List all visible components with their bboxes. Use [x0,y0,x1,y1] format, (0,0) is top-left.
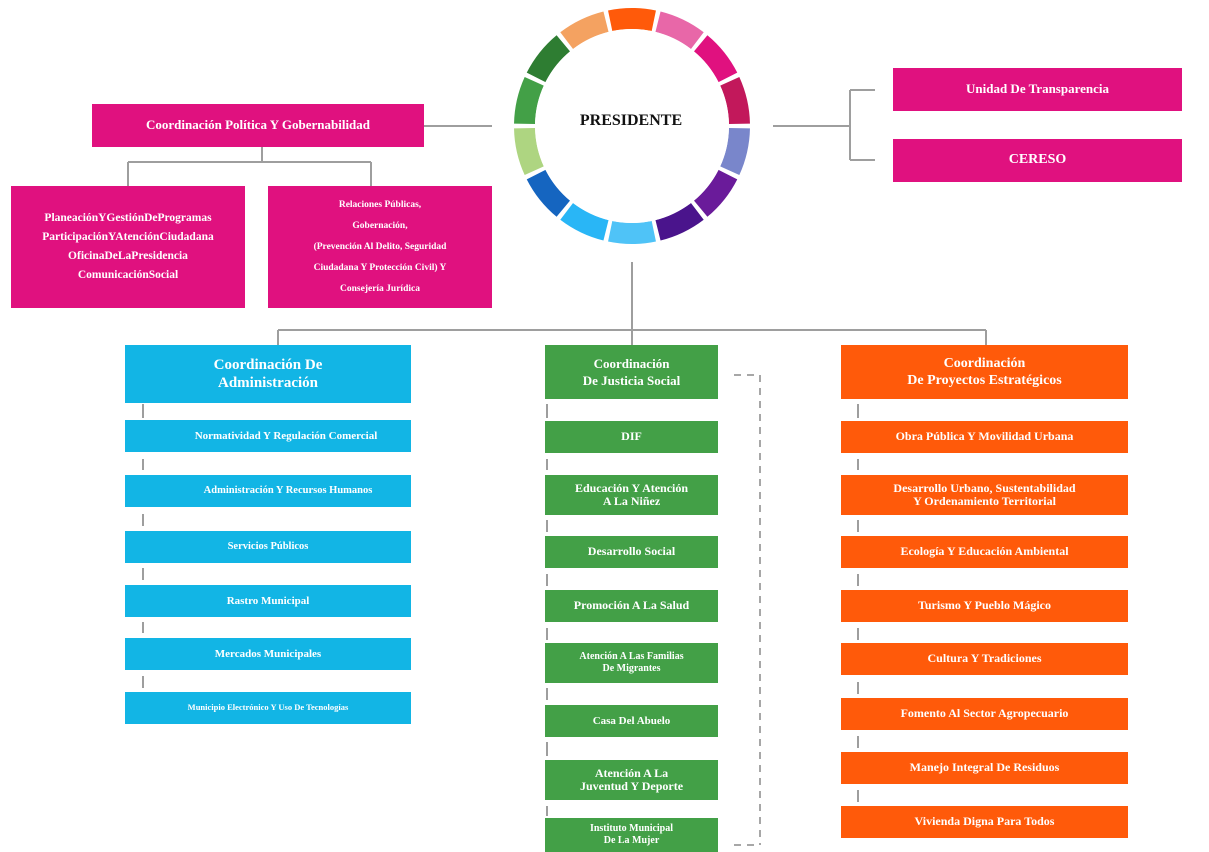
ring-segment [514,76,544,125]
admin-item: Normatividad Y Regulación Comercial [125,420,411,452]
projects-header-line: Coordinación [943,356,1026,371]
cereso-label: CERESO [1008,152,1067,168]
admin-header: Coordinación De Administración [125,345,411,403]
political-coordination-label: Coordinación Política Y Gobernabilidad [145,117,371,133]
transparency-label: Unidad De Transparencia [965,81,1110,97]
projects-header: Coordinación De Proyectos Estratégicos [841,345,1128,399]
ring-segment [693,35,738,83]
relations-line: Gobernación, [352,220,408,231]
ring-segment [608,220,656,244]
social-item-label: Casa Del Abuelo [592,714,671,727]
planning-line: OficinaDeLaPresidencia [68,250,188,262]
admin-item-label: Mercados Municipales [214,647,322,660]
social-item-label: Desarrollo Social [587,544,676,559]
projects-item: Fomento Al Sector Agropecuario [841,698,1128,730]
relations-line: (Prevención Al Delito, Seguridad [313,241,447,252]
projects-item-label: Turismo Y Pueblo Mágico [917,598,1051,613]
planning-line: ComunicaciónSocial [77,269,179,281]
ring-inner-circle [535,29,729,223]
projects-item-label: Obra Pública Y Movilidad Urbana [895,429,1074,444]
admin-item: Municipio Electrónico Y Uso De Tecnologí… [125,692,411,724]
projects-item-label: Vivienda Digna Para Todos [914,814,1055,829]
social-item-label: Atención A Las Familias [579,651,684,662]
social-header: Coordinación De Justicia Social [545,345,718,399]
social-item-label: Atención A La [594,766,669,780]
social-header-line: De Justicia Social [582,373,681,388]
ring-segment [526,35,571,83]
projects-item-label: Desarrollo Urbano, Sustentabilidad [893,481,1076,495]
projects-item: Cultura Y Tradiciones [841,643,1128,675]
projects-item: Turismo Y Pueblo Mágico [841,590,1128,622]
relations-line: Consejería Jurídica [340,283,420,294]
social-item-label: Juventud Y Deporte [579,779,684,793]
planning-box: PlaneaciónYGestiónDeProgramas Participac… [11,186,245,308]
admin-item-label: Municipio Electrónico Y Uso De Tecnologí… [187,702,349,713]
admin-item: Rastro Municipal [125,585,411,617]
ring-segment [560,11,609,49]
projects-item-label: Fomento Al Sector Agropecuario [900,706,1069,721]
ring-segment [655,11,704,49]
ring-segment [526,169,571,217]
planning-line: PlaneaciónYGestiónDeProgramas [44,212,212,224]
social-item: Casa Del Abuelo [545,705,718,737]
projects-item: Ecología Y Educación Ambiental [841,536,1128,568]
projects-item-label: Y Ordenamiento Territorial [913,494,1056,508]
social-item-label: Promoción A La Salud [573,598,690,613]
projects-item: Manejo Integral De Residuos [841,752,1128,784]
admin-item-label: Rastro Municipal [226,594,310,607]
admin-item: Mercados Municipales [125,638,411,670]
admin-item-label: Administración Y Recursos Humanos [203,484,373,496]
ring-segment [720,76,750,125]
president-label: PRESIDENTE [579,112,683,129]
social-item: DIF [545,421,718,453]
social-item-label: De La Mujer [603,835,660,846]
ring-segment [655,203,704,241]
projects-item-label: Cultura Y Tradiciones [927,651,1042,666]
projects-header-line: De Proyectos Estratégicos [907,373,1062,388]
social-item-label: De Migrantes [602,663,661,674]
planning-line: ParticipaciónYAtenciónCiudadana [42,231,214,243]
relations-line: Relaciones Públicas, [338,199,422,210]
relations-box: Relaciones Públicas, Gobernación, (Preve… [268,186,492,308]
ring-segment [720,127,750,176]
relations-line: Ciudadana Y Protección Civil) Y [313,262,447,273]
social-item-label: DIF [621,429,642,444]
social-header-line: Coordinación [593,356,670,371]
projects-item: Obra Pública Y Movilidad Urbana [841,421,1128,453]
social-item-label: A La Niñez [602,494,661,508]
ring-segment [693,169,738,217]
social-item: Desarrollo Social [545,536,718,568]
projects-item: Vivienda Digna Para Todos [841,806,1128,838]
admin-header-line: Administración [217,375,318,391]
social-item: Promoción A La Salud [545,590,718,622]
ring-segment [560,203,609,241]
social-item-label: Educación Y Atención [574,481,689,495]
projects-item-label: Ecología Y Educación Ambiental [900,544,1069,559]
ring-segment [514,127,544,176]
transparency-box: Unidad De Transparencia [893,68,1182,111]
social-item-label: Instituto Municipal [589,823,674,834]
admin-item: Administración Y Recursos Humanos [125,475,411,507]
admin-item: Servicios Públicos [125,531,411,563]
admin-item-label: Normatividad Y Regulación Comercial [194,429,378,442]
political-coordination-box: Coordinación Política Y Gobernabilidad [92,104,424,147]
admin-header-line: Coordinación De [213,357,323,373]
president-ring [514,8,750,244]
admin-item-label: Servicios Públicos [227,540,309,552]
projects-item-label: Manejo Integral De Residuos [909,760,1060,775]
ring-segment [608,8,656,32]
cereso-box: CERESO [893,139,1182,182]
